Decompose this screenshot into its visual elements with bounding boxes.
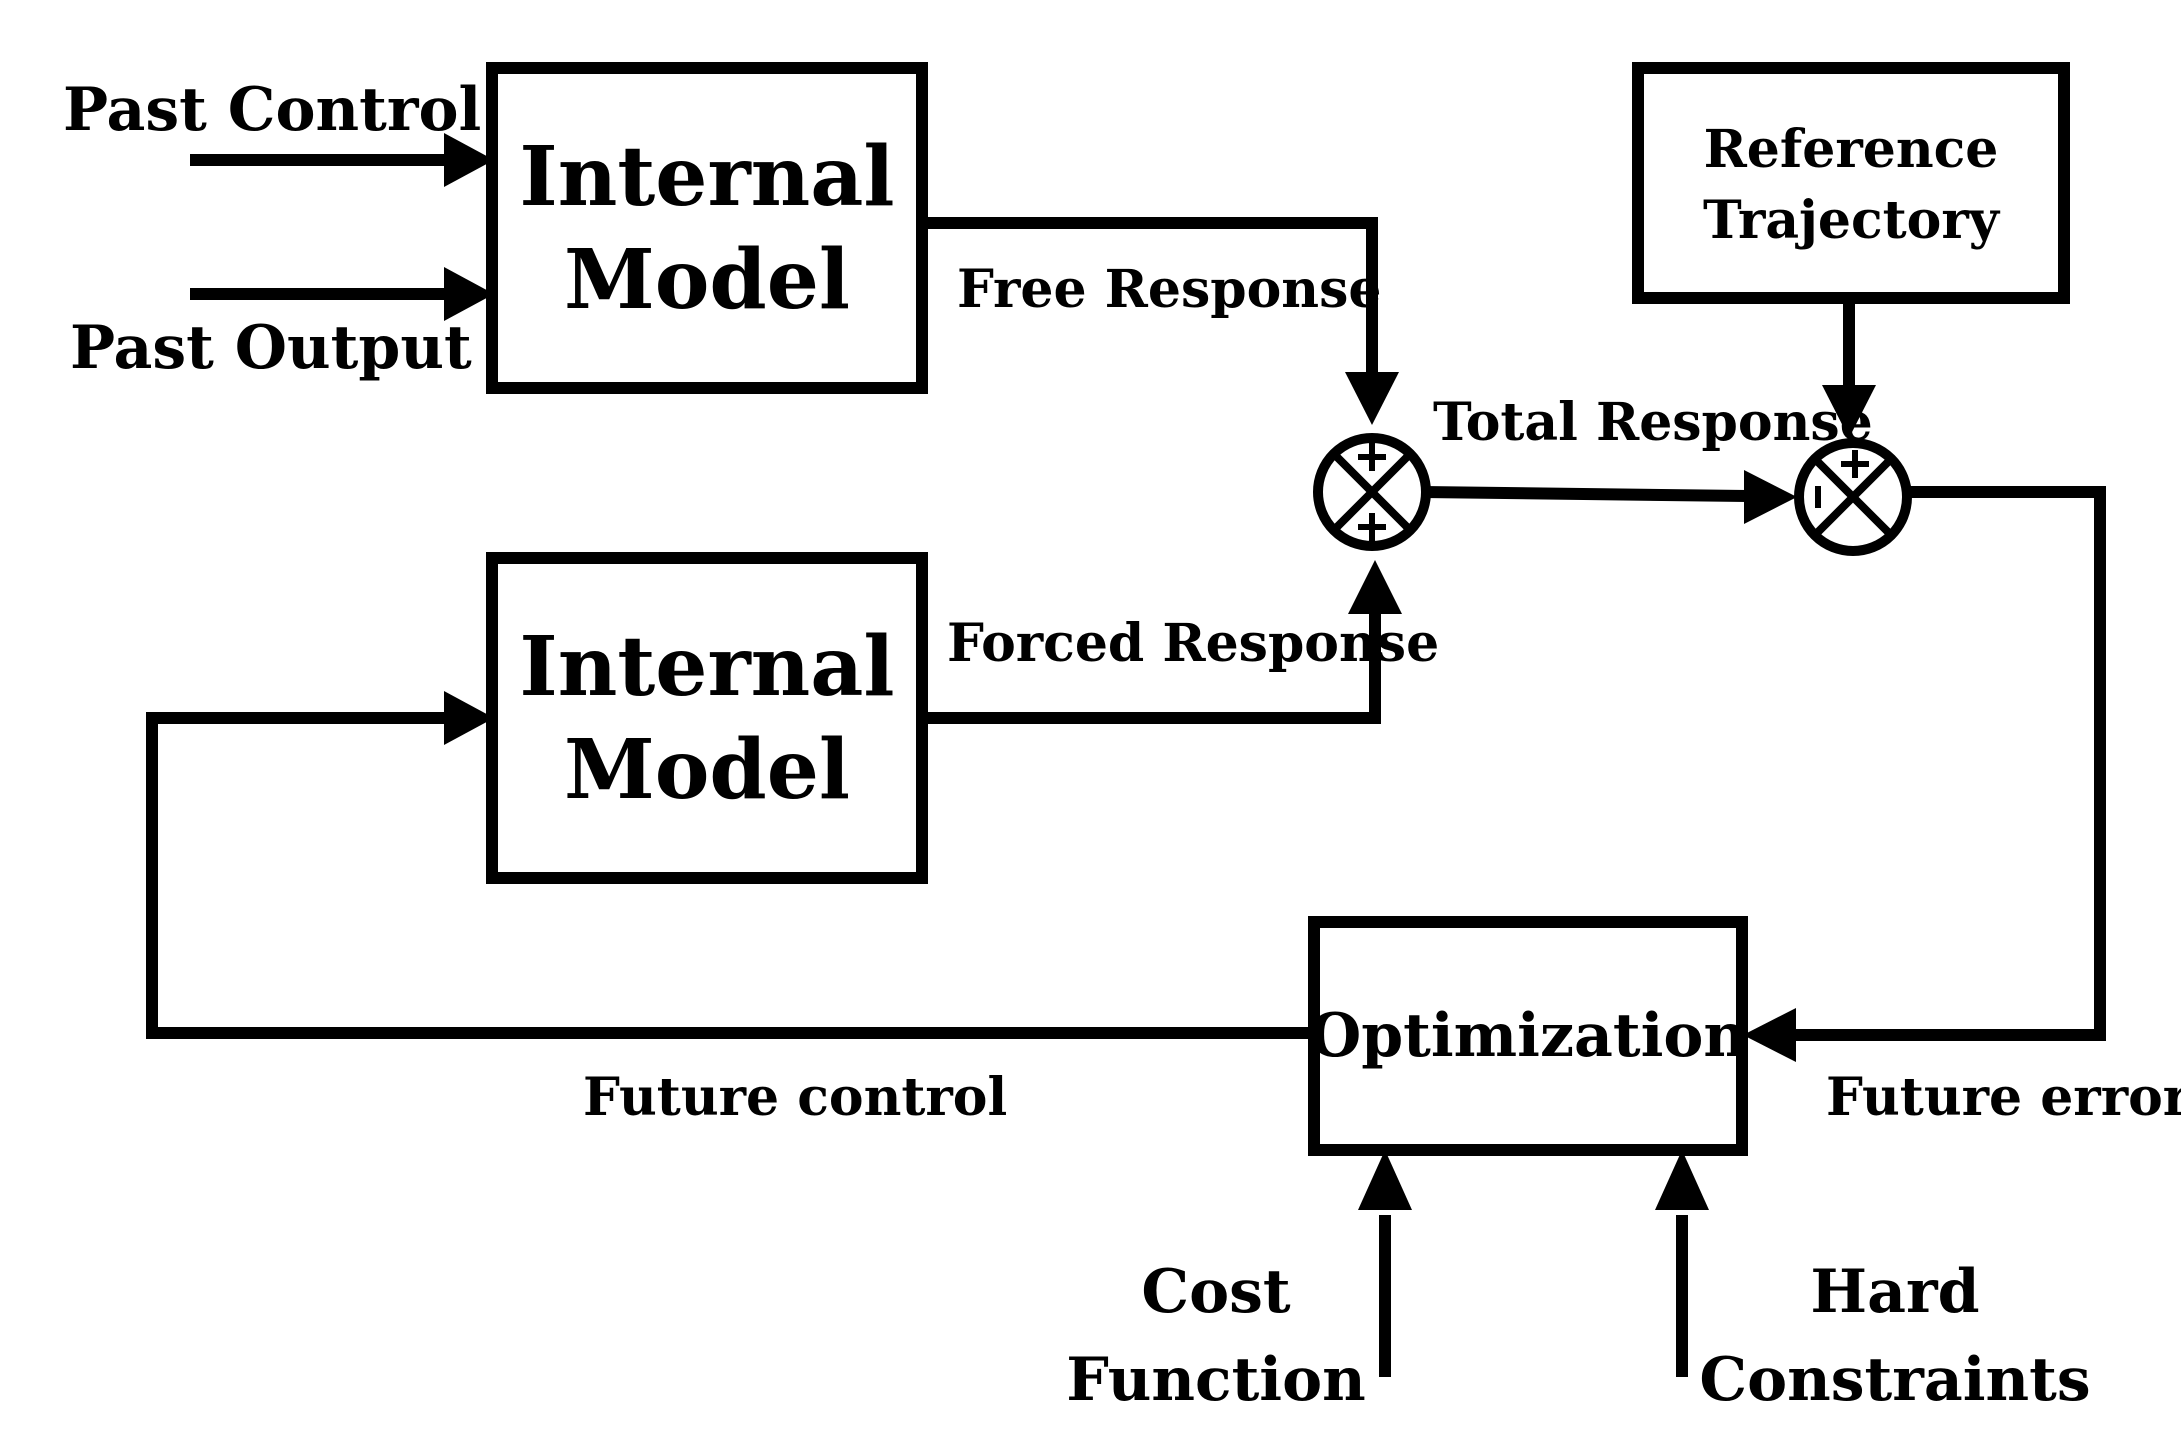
future-control-wire: [146, 712, 1310, 1039]
internal-model-bottom-block: Internal Model: [486, 552, 928, 884]
past-control-label: Past Control: [63, 75, 481, 145]
internal-model-top-line2: Model: [564, 232, 850, 328]
reference-trajectory-line1: Reference: [1704, 119, 1999, 180]
arrowheads: [444, 133, 1876, 1210]
total-response-label: Total Response: [1433, 392, 1873, 453]
optimization-label: Optimization: [1309, 1001, 1747, 1071]
free-response-arrowhead: [1345, 372, 1399, 425]
forced-response-wire: [922, 610, 1381, 724]
error-summing-junction: [1794, 438, 1912, 556]
internal-model-bottom-line1: Internal: [519, 619, 894, 715]
signal-labels: Past Control Past Output Free Response T…: [63, 75, 2181, 1415]
future-error-wire: [1790, 486, 2106, 1041]
reference-trajectory-line2: Trajectory: [1703, 190, 2001, 251]
free-response-label: Free Response: [957, 259, 1381, 320]
response-summing-junction: [1313, 433, 1431, 551]
hard-constraints-line1: Hard: [1810, 1257, 1979, 1327]
cost-function-arrowhead: [1358, 1150, 1412, 1210]
response-sum-bottom-plus-sign: [1358, 513, 1386, 541]
future-control-arrowhead: [444, 691, 494, 745]
internal-model-bottom-line2: Model: [564, 722, 850, 818]
future-control-label: Future control: [583, 1067, 1007, 1128]
past-control-arrowhead: [444, 133, 494, 187]
forced-response-arrowhead: [1348, 560, 1402, 614]
cost-function-line2: Function: [1066, 1345, 1365, 1415]
future-error-arrowhead: [1743, 1008, 1796, 1062]
internal-model-top-block: Internal Model: [486, 62, 928, 394]
cost-function-line1: Cost: [1141, 1257, 1291, 1327]
hard-constraints-arrowhead: [1655, 1150, 1709, 1210]
response-sum-top-plus-sign: [1358, 443, 1386, 471]
total-response-wire: [1422, 486, 1748, 502]
past-output-label: Past Output: [70, 313, 472, 383]
free-response-wire: [922, 217, 1378, 380]
past-output-arrowhead: [444, 267, 494, 321]
signal-wires: [146, 154, 2106, 1377]
future-error-label: Future error: [1826, 1067, 2181, 1128]
total-response-arrowhead: [1744, 470, 1797, 524]
reference-arrowhead: [1822, 385, 1876, 438]
optimization-block: Optimization: [1308, 916, 1748, 1156]
error-sum-top-plus-sign: [1841, 450, 1869, 478]
forced-response-label: Forced Response: [947, 613, 1439, 674]
internal-model-top-line1: Internal: [519, 129, 894, 225]
hard-constraints-line2: Constraints: [1699, 1345, 2090, 1415]
reference-trajectory-block: Reference Trajectory: [1632, 62, 2070, 304]
